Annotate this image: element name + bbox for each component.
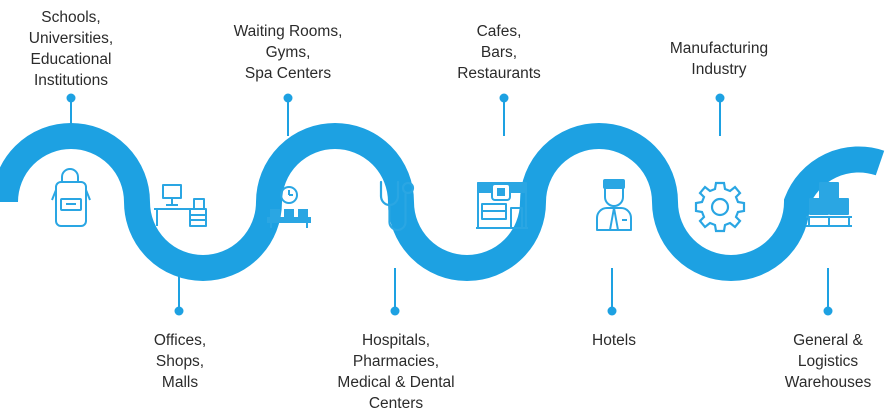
label-hospitals: Hospitals, Pharmacies, Medical & Dental …: [311, 330, 481, 411]
label-line: Malls: [161, 374, 199, 391]
connector-hotels: [607, 268, 617, 316]
label-line: Educational: [30, 51, 112, 68]
label-line: Bars,: [480, 44, 518, 61]
storefront-icon: [476, 182, 528, 229]
stethoscope-icon: [379, 180, 415, 232]
label-cafes: Cafes, Bars, Restaurants: [414, 21, 584, 84]
label-line: Gyms,: [265, 44, 311, 61]
label-line: Institutions: [33, 72, 109, 89]
connector-offices: [174, 268, 184, 316]
label-line: Waiting Rooms,: [233, 23, 343, 40]
office-desk-icon: [154, 184, 207, 227]
label-hotels: Hotels: [529, 330, 699, 351]
boxes-icon: [806, 182, 852, 227]
label-warehouses: General & Logistics Warehouses: [743, 330, 894, 393]
label-line: Hospitals,: [361, 332, 431, 349]
label-line: Medical & Dental: [337, 374, 455, 391]
label-line: Industry: [691, 61, 747, 78]
waiting-room-icon: [267, 186, 311, 228]
label-line: Centers: [368, 395, 424, 411]
connector-schools: [66, 93, 76, 136]
label-line: Universities,: [28, 30, 114, 47]
label-line: Manufacturing: [669, 40, 769, 57]
label-waiting: Waiting Rooms, Gyms, Spa Centers: [203, 21, 373, 84]
bellboy-icon: [596, 179, 632, 231]
label-line: Cafes,: [476, 23, 522, 40]
label-line: Pharmacies,: [352, 353, 440, 370]
label-line: General &: [793, 332, 863, 349]
wave-ribbon: [0, 123, 885, 281]
label-line: Restaurants: [457, 65, 541, 82]
label-line: Logistics: [797, 353, 859, 370]
connector-manufacturing: [715, 93, 725, 136]
label-line: Spa Centers: [244, 65, 332, 82]
label-line: Hotels: [592, 332, 636, 349]
connector-warehouses: [823, 268, 833, 316]
label-schools: Schools, Universities, Educational Insti…: [0, 7, 156, 91]
backpack-icon: [51, 168, 91, 227]
connector-hospitals: [390, 268, 400, 316]
label-line: Offices,: [153, 332, 207, 349]
gear-icon: [694, 181, 746, 233]
label-line: Schools,: [41, 9, 101, 26]
connector-cafes: [499, 93, 509, 136]
label-line: Warehouses: [784, 374, 872, 391]
label-line: Shops,: [155, 353, 205, 370]
label-manufacturing: Manufacturing Industry: [634, 38, 804, 80]
label-offices: Offices, Shops, Malls: [95, 330, 265, 393]
connector-waiting: [283, 93, 293, 136]
